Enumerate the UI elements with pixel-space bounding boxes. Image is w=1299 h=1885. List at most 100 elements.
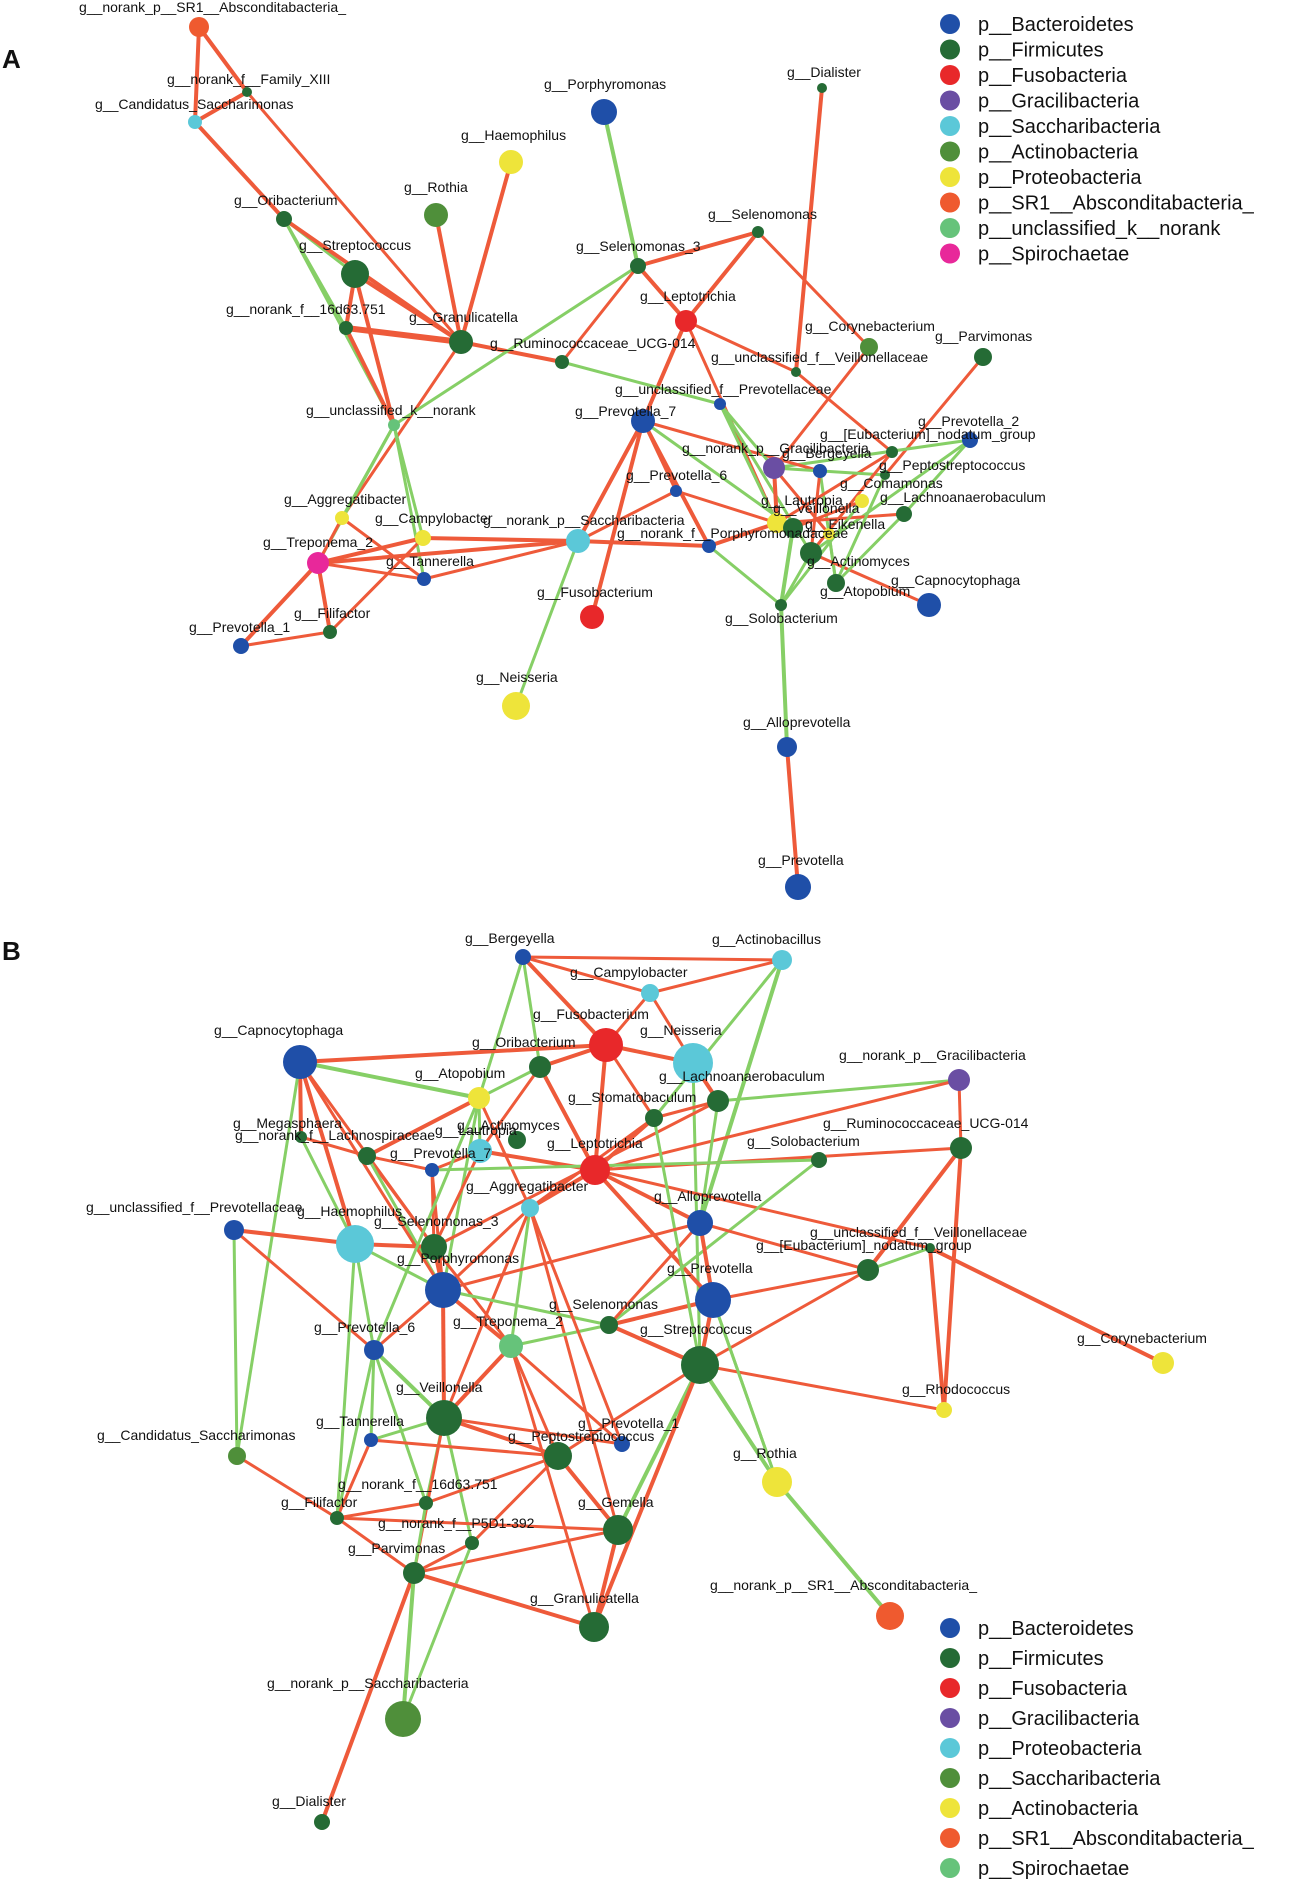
node-b_actino[interactable]	[508, 1131, 526, 1149]
node-a_prev[interactable]	[785, 874, 811, 900]
node-a_tann[interactable]	[417, 572, 431, 586]
node-a_grac[interactable]	[763, 457, 785, 479]
node-b_sr1[interactable]	[876, 1602, 904, 1630]
node-a_prev2[interactable]	[962, 432, 978, 448]
node-b_orib[interactable]	[529, 1056, 551, 1078]
node-b_rhodo[interactable]	[936, 1402, 952, 1418]
node-b_mega[interactable]	[295, 1131, 307, 1143]
node-a_prev1[interactable]	[233, 638, 249, 654]
node-b_stom[interactable]	[645, 1109, 663, 1127]
node-a_sel3[interactable]	[630, 258, 646, 274]
node-b_parv[interactable]	[403, 1562, 425, 1584]
node-b_prev[interactable]	[695, 1282, 731, 1318]
node-b_roth[interactable]	[762, 1467, 792, 1497]
node-b_gran[interactable]	[579, 1612, 609, 1642]
node-b_lach[interactable]	[707, 1090, 729, 1112]
node-a_uveil[interactable]	[791, 367, 801, 377]
node-b_nsacc[interactable]	[385, 1701, 421, 1737]
node-a_trep[interactable]	[307, 552, 329, 574]
node-a_fili[interactable]	[323, 625, 337, 639]
node-a_porph[interactable]	[591, 99, 617, 125]
node-a_uprev[interactable]	[714, 398, 726, 410]
node-b_prev6[interactable]	[364, 1340, 384, 1360]
node-a_eik[interactable]	[823, 528, 835, 540]
node-a_lept[interactable]	[675, 310, 697, 332]
node-a_neis[interactable]	[502, 692, 530, 720]
node-b_uprev[interactable]	[224, 1220, 244, 1240]
node-a_solo[interactable]	[775, 599, 787, 611]
node-a_parv[interactable]	[974, 348, 992, 366]
node-a_haem[interactable]	[499, 150, 523, 174]
node-a_sr1[interactable]	[189, 17, 209, 37]
node-b_laut[interactable]	[468, 1139, 492, 1163]
node-a_berg[interactable]	[813, 464, 827, 478]
node-a_candsacc[interactable]	[188, 115, 202, 129]
node-a_actin[interactable]	[800, 542, 822, 564]
node-b_porph[interactable]	[425, 1272, 461, 1308]
node-a_nsacc[interactable]	[566, 529, 590, 553]
node-b_sel3[interactable]	[421, 1234, 447, 1260]
node-a_rumi[interactable]	[555, 355, 569, 369]
node-b_tann[interactable]	[364, 1433, 378, 1447]
node-b_candsacc[interactable]	[228, 1447, 246, 1465]
node-a_campy[interactable]	[415, 530, 431, 546]
node-b_grac[interactable]	[948, 1069, 970, 1091]
node-b_nlach[interactable]	[358, 1147, 376, 1165]
node-a_prev6[interactable]	[670, 485, 682, 497]
node-b_aggr[interactable]	[521, 1199, 539, 1217]
node-b_neis[interactable]	[673, 1043, 713, 1083]
node-b_berg[interactable]	[515, 949, 531, 965]
node-a_n16[interactable]	[339, 321, 353, 335]
node-b_np5[interactable]	[465, 1536, 479, 1550]
node-b_actbac[interactable]	[772, 950, 792, 970]
edge-b_berg-b_fuso	[521, 955, 608, 1047]
node-b_solo[interactable]	[811, 1152, 827, 1168]
node-b_rumi[interactable]	[950, 1137, 972, 1159]
node-a_pepto[interactable]	[880, 470, 890, 480]
node-a_coma[interactable]	[855, 494, 869, 508]
node-b_uveil[interactable]	[925, 1243, 935, 1253]
node-a_veil[interactable]	[783, 518, 803, 538]
node-b_prev7[interactable]	[425, 1163, 439, 1177]
node-b_fuso[interactable]	[589, 1028, 623, 1062]
node-b_trep[interactable]	[499, 1334, 523, 1358]
node-b_eub[interactable]	[857, 1259, 879, 1281]
node-a_gran[interactable]	[449, 330, 473, 354]
node-b_atop[interactable]	[468, 1087, 490, 1109]
node-b_pepto[interactable]	[544, 1442, 572, 1470]
node-b_cory[interactable]	[1152, 1352, 1174, 1374]
node-label-b_aggr: g__Aggregatibacter	[466, 1178, 589, 1194]
node-b_n16[interactable]	[419, 1496, 433, 1510]
node-a_nporph[interactable]	[702, 539, 716, 553]
node-b_strep[interactable]	[681, 1346, 719, 1384]
node-a_sel[interactable]	[752, 226, 764, 238]
node-b_sel[interactable]	[600, 1316, 618, 1334]
node-b_haem[interactable]	[336, 1225, 374, 1263]
node-a_capno[interactable]	[917, 593, 941, 617]
node-a_allo[interactable]	[777, 737, 797, 757]
node-a_orib[interactable]	[276, 211, 292, 227]
node-a_eub[interactable]	[886, 446, 898, 458]
node-b_lept[interactable]	[580, 1155, 610, 1185]
node-b_allo[interactable]	[687, 1210, 713, 1236]
node-b_gemel[interactable]	[603, 1515, 633, 1545]
node-b_campy[interactable]	[641, 984, 659, 1002]
node-b_prev1[interactable]	[614, 1436, 630, 1452]
node-a_prev7[interactable]	[631, 409, 655, 433]
node-a_dial[interactable]	[817, 83, 827, 93]
node-b_capno[interactable]	[283, 1045, 317, 1079]
node-b_veil[interactable]	[426, 1400, 462, 1436]
node-a_aggr[interactable]	[335, 511, 349, 525]
edge-b_np5-b_nsacc	[401, 1541, 474, 1721]
node-a_strep[interactable]	[341, 260, 369, 288]
node-a_atop[interactable]	[827, 574, 845, 592]
node-a_cory[interactable]	[860, 338, 878, 356]
node-a_uknor[interactable]	[388, 419, 400, 431]
node-b_dial[interactable]	[314, 1814, 330, 1830]
node-a_roth[interactable]	[424, 203, 448, 227]
node-a_fuso[interactable]	[580, 605, 604, 629]
node-a_laut[interactable]	[767, 513, 787, 533]
node-b_fili[interactable]	[330, 1511, 344, 1525]
node-a_famxiii[interactable]	[242, 87, 252, 97]
node-a_lach[interactable]	[896, 506, 912, 522]
